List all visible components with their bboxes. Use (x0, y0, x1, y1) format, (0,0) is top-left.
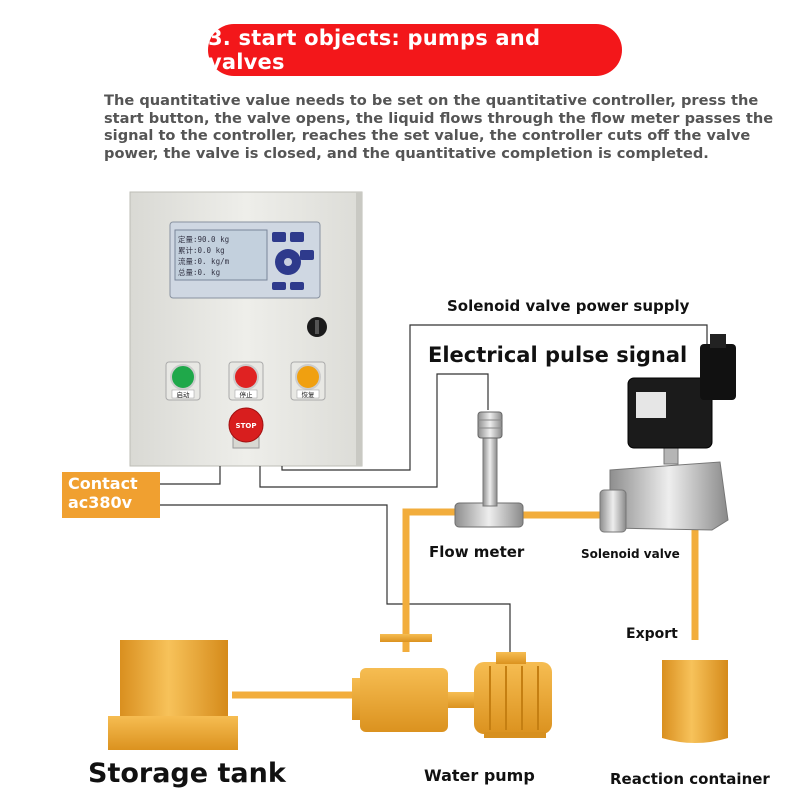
solenoid-valve (599, 334, 736, 533)
keypad-button[interactable] (272, 282, 286, 290)
reaction-container (662, 660, 728, 743)
display-line: 总量:0. kg (178, 267, 220, 277)
pulse-signal-wire (259, 373, 489, 488)
contact-line1: Contact (68, 474, 138, 493)
water-pump-label: Water pump (424, 766, 535, 785)
contact-wire (160, 466, 221, 485)
keypad-button[interactable] (290, 282, 304, 290)
keypad-button[interactable] (300, 250, 314, 260)
button-caption: 停止 (240, 390, 254, 399)
export-label: Export (626, 626, 678, 642)
flow-meter (454, 411, 524, 528)
storage-tank (108, 640, 238, 750)
keypad-button[interactable] (290, 232, 304, 242)
pump (352, 634, 552, 738)
keypad-button[interactable] (272, 232, 286, 242)
start-button[interactable]: 启动 (165, 361, 201, 401)
controller-display: 定量:90.0 kg 累计:0.0 kg 流量:0. kg/m 总量:0. kg (169, 221, 321, 299)
button-caption: 恢复 (302, 390, 316, 399)
flow-meter-label: Flow meter (429, 543, 525, 561)
contact-label-box: Contact ac380v (62, 472, 160, 518)
contact-line2: ac380v (68, 493, 133, 512)
pipe-pump-riser (402, 508, 460, 652)
stop-button[interactable]: 停止 (228, 361, 264, 401)
wiring (160, 324, 708, 670)
resume-button[interactable]: 恢复 (290, 361, 326, 401)
storage-tank-label: Storage tank (88, 758, 286, 789)
control-cabinet: 定量:90.0 kg 累计:0.0 kg 流量:0. kg/m 总量:0. kg… (129, 191, 363, 467)
emergency-stop-button[interactable]: STOP (228, 407, 264, 449)
reaction-container-label: Reaction container (610, 770, 770, 788)
page-title: 3. start objects: pumps and valves (208, 26, 541, 74)
display-line: 流量:0. kg/m (178, 256, 230, 266)
solenoid-power-wire (281, 324, 708, 471)
pulse-signal-label: Electrical pulse signal (428, 343, 688, 367)
solenoid-valve-label: Solenoid valve (581, 547, 680, 561)
title-banner: 3. start objects: pumps and valves (208, 24, 622, 76)
description-text: The quantitative value needs to be set o… (104, 92, 774, 162)
solenoid-power-label: Solenoid valve power supply (447, 297, 690, 315)
pipes (232, 508, 699, 699)
button-caption: 启动 (177, 390, 191, 399)
display-line: 定量:90.0 kg (178, 234, 229, 244)
pump-power-wire (160, 504, 511, 670)
display-line: 累计:0.0 kg (178, 245, 225, 255)
estop-label: STOP (236, 422, 257, 430)
